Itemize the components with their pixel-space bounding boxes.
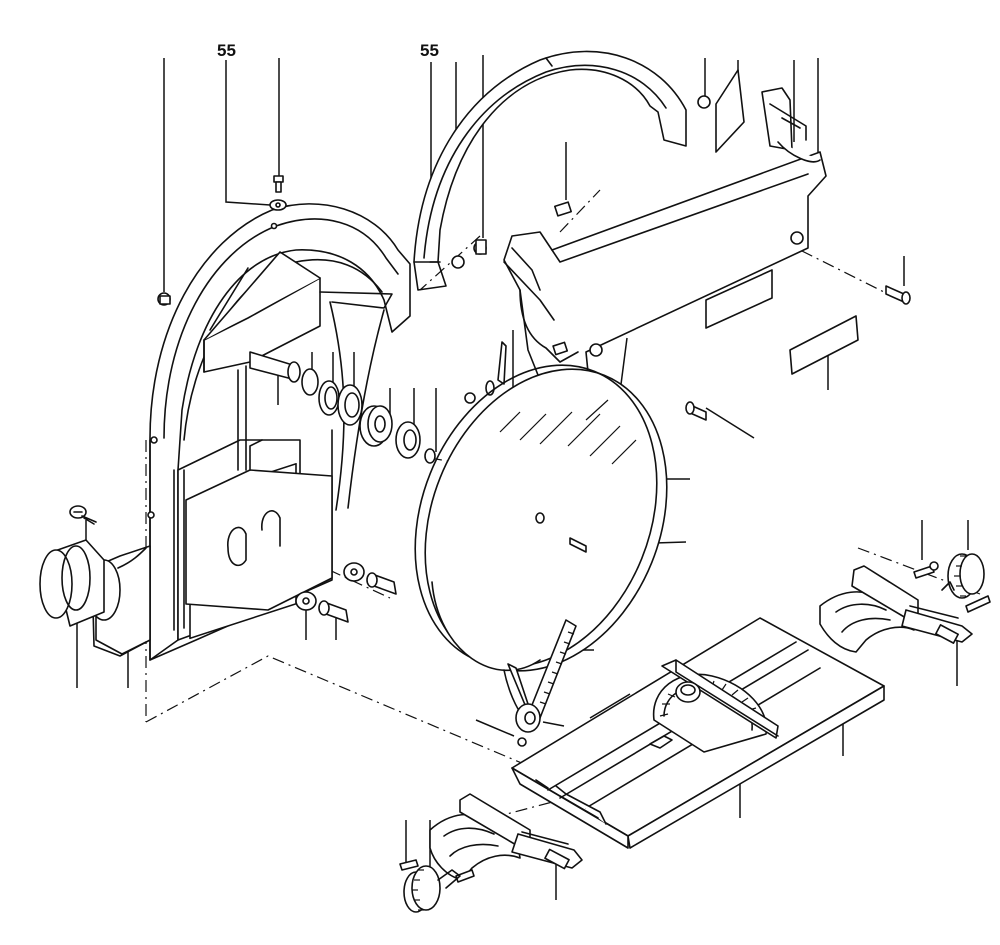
sanding-disc (414, 364, 668, 672)
right-side-panel (503, 69, 827, 421)
screw-motor-top (69, 505, 97, 525)
bearing-stack (301, 368, 436, 464)
upper-blade-guard (413, 50, 687, 291)
miter-gauge (649, 659, 779, 753)
motor (39, 539, 151, 657)
bolts-lower-middle (295, 562, 397, 623)
tilt-knob-right (941, 553, 985, 599)
left-guard-housing (147, 203, 411, 661)
screw-left-top (157, 175, 287, 306)
tilt-knob-left (403, 865, 461, 913)
drive-belt (503, 619, 577, 747)
callout-55-left: 55 (217, 41, 236, 60)
callout-55-middle: 55 (420, 41, 439, 60)
label-plate (789, 315, 859, 375)
screws-right-panel (464, 285, 911, 421)
table-bracket-left (399, 793, 583, 883)
table-bracket-right (819, 561, 991, 653)
